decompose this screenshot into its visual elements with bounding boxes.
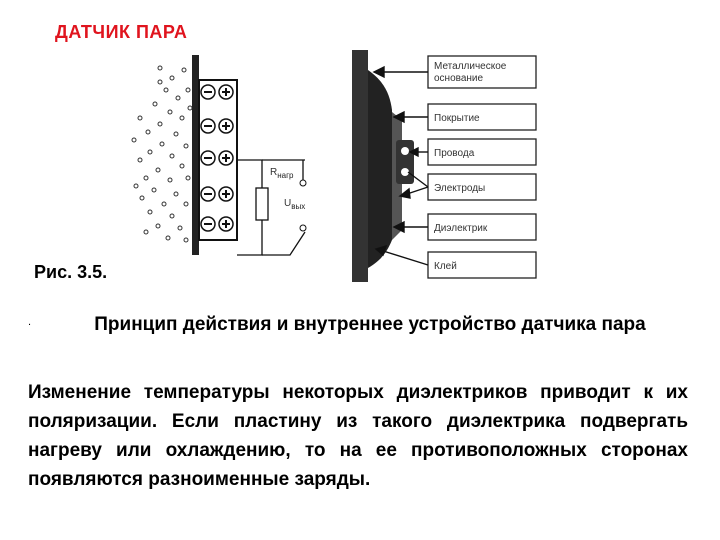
- label-wires: Провода: [434, 148, 475, 159]
- label-glue: Клей: [434, 261, 457, 272]
- page-title: ДАТЧИК ПАРА: [55, 22, 188, 42]
- terminal-bottom: [299, 224, 307, 232]
- label-boxes: [427, 55, 537, 279]
- voltage-label: Uвых: [284, 198, 305, 211]
- label-metal-base-1: Металлическое: [434, 61, 507, 72]
- sensor-cross-section: [352, 50, 414, 282]
- label-metal-base-2: основание: [434, 73, 484, 84]
- circuit-wires: [237, 159, 306, 256]
- resistor: [255, 187, 269, 221]
- figure-illustration: Rнагр Uвых Металлическое основание Покры…: [131, 50, 537, 282]
- resistor-label: Rнагр: [270, 167, 294, 180]
- pointer-arrows: [372, 65, 429, 266]
- terminal-top: [299, 179, 307, 187]
- vapor-particles: [131, 65, 193, 243]
- label-electrodes: Электроды: [434, 183, 485, 194]
- label-coating: Покрытие: [434, 113, 480, 124]
- sensor-plate: [192, 55, 199, 255]
- label-dielectric: Диэлектрик: [434, 223, 488, 234]
- caption-bullet: .: [28, 316, 32, 328]
- figure-caption: Принцип действия и внутреннее устройство…: [94, 314, 646, 335]
- figure-number: Рис. 3.5.: [34, 262, 108, 282]
- body-paragraph: Изменение температуры некоторых диэлектр…: [28, 382, 688, 490]
- charge-pairs: [200, 84, 234, 232]
